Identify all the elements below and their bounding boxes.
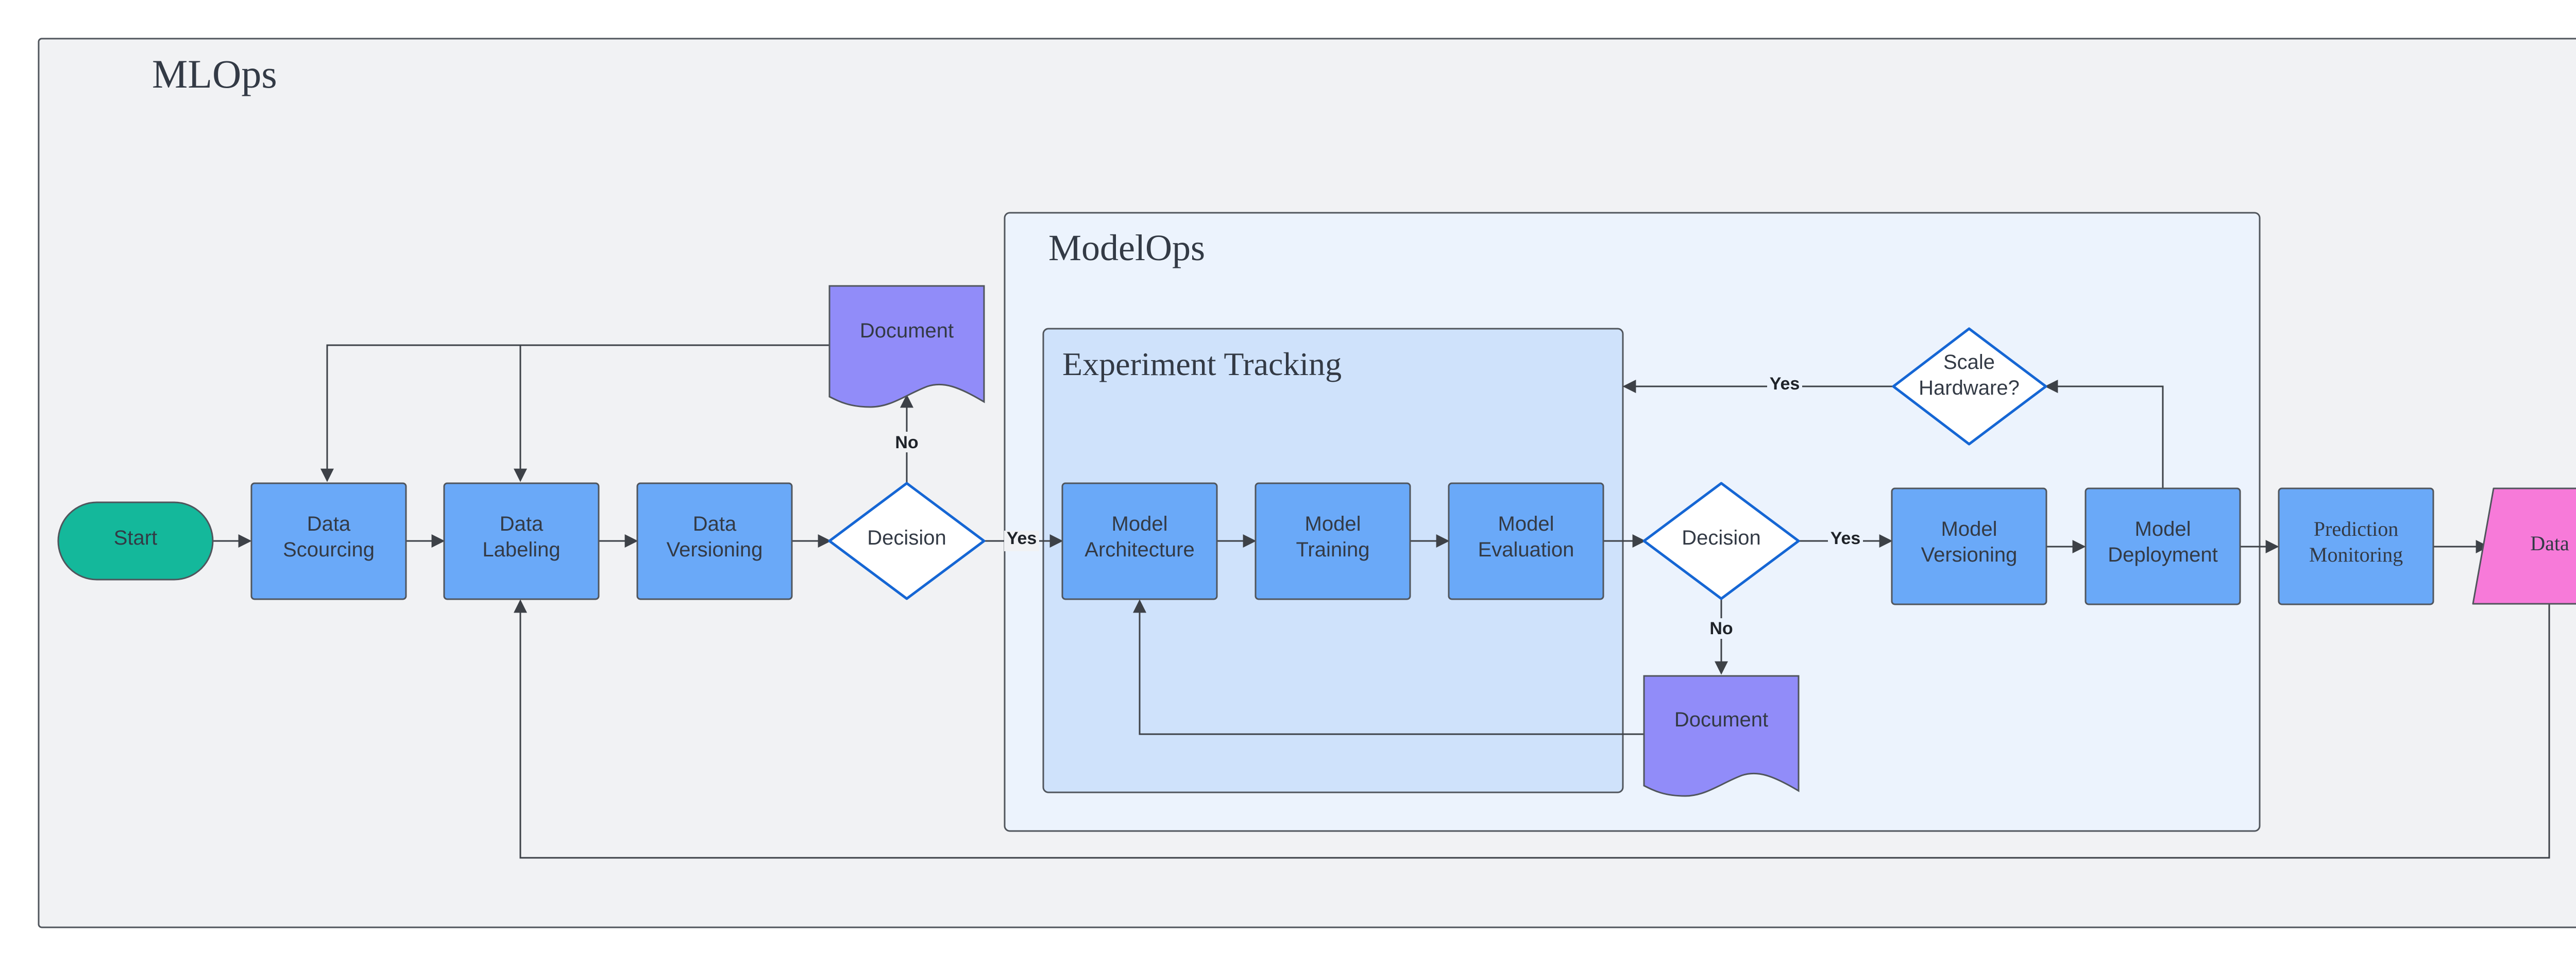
decision1-no-label: No [895, 433, 918, 452]
data-scourcing-line-1: Data [307, 513, 351, 535]
edge-document-to-scourcing [320, 344, 520, 482]
document-2-label: Document [1674, 708, 1768, 731]
decision2-yes-label: Yes [1831, 529, 1861, 548]
data-labeling-line-2: Labeling [482, 538, 560, 561]
node-document-1: Document [828, 285, 985, 408]
prediction-monitoring-line-1: Prediction [2314, 517, 2398, 540]
node-document-2: Document [1643, 675, 1800, 797]
data-label: Data [2530, 532, 2569, 555]
data-scourcing-line-2: Scourcing [283, 538, 375, 561]
mlops-title: MLOps [152, 52, 277, 96]
modelops-title: ModelOps [1048, 227, 1205, 268]
node-start: Start [57, 501, 214, 581]
document-1-label: Document [860, 319, 954, 342]
node-model-training: Model Training [1255, 482, 1411, 600]
model-training-line-1: Model [1305, 513, 1361, 535]
model-architecture-line-1: Model [1112, 513, 1168, 535]
connectors [213, 344, 2550, 859]
decision-1-label: Decision [867, 527, 946, 549]
node-model-architecture: Model Architecture [1061, 482, 1218, 600]
node-model-versioning: Model Versioning [1891, 487, 2047, 605]
node-data: Data [2472, 487, 2576, 605]
data-labeling-line-1: Data [500, 513, 544, 535]
start-label: Start [114, 527, 157, 549]
scale-hardware-line-1: Scale [1943, 351, 1995, 374]
model-architecture-line-2: Architecture [1084, 538, 1194, 561]
edge-data-to-labeling [514, 599, 2550, 859]
node-decision-1: Decision [828, 482, 986, 600]
node-model-deployment: Model Deployment [2084, 487, 2241, 605]
decision1-yes-label: Yes [1007, 529, 1037, 548]
decision2-no-label: No [1709, 619, 1733, 638]
prediction-monitoring-line-2: Monitoring [2309, 543, 2403, 566]
node-scale-hardware: Scale Hardware? [1892, 327, 2047, 446]
data-versioning-line-2: Versioning [667, 538, 763, 561]
model-versioning-line-1: Model [1941, 518, 1997, 540]
node-prediction-monitoring: Prediction Monitoring [2278, 487, 2434, 605]
experiment-tracking-title: Experiment Tracking [1062, 346, 1342, 382]
edge-document2-to-architecture [1133, 599, 1644, 735]
model-evaluation-line-2: Evaluation [1478, 538, 1574, 561]
data-versioning-line-1: Data [693, 513, 737, 535]
model-training-line-2: Training [1296, 538, 1369, 561]
node-data-versioning: Data Versioning [636, 482, 793, 600]
node-model-evaluation: Model Evaluation [1448, 482, 1604, 600]
edge-deployment-to-scale [2044, 380, 2164, 488]
scale-hardware-line-2: Hardware? [1919, 377, 2020, 399]
model-deployment-line-1: Model [2135, 518, 2191, 540]
node-decision-2: Decision [1642, 482, 1800, 600]
model-versioning-line-2: Versioning [1921, 544, 2018, 566]
model-evaluation-line-1: Model [1498, 513, 1554, 535]
scale-yes-label: Yes [1770, 374, 1800, 394]
node-data-labeling: Data Labeling [443, 482, 600, 600]
decision-2-label: Decision [1682, 527, 1760, 549]
edge-labels: Yes No Yes No Yes [892, 374, 1863, 639]
node-data-scourcing: Data Scourcing [250, 482, 407, 600]
model-deployment-line-2: Deployment [2108, 544, 2217, 566]
